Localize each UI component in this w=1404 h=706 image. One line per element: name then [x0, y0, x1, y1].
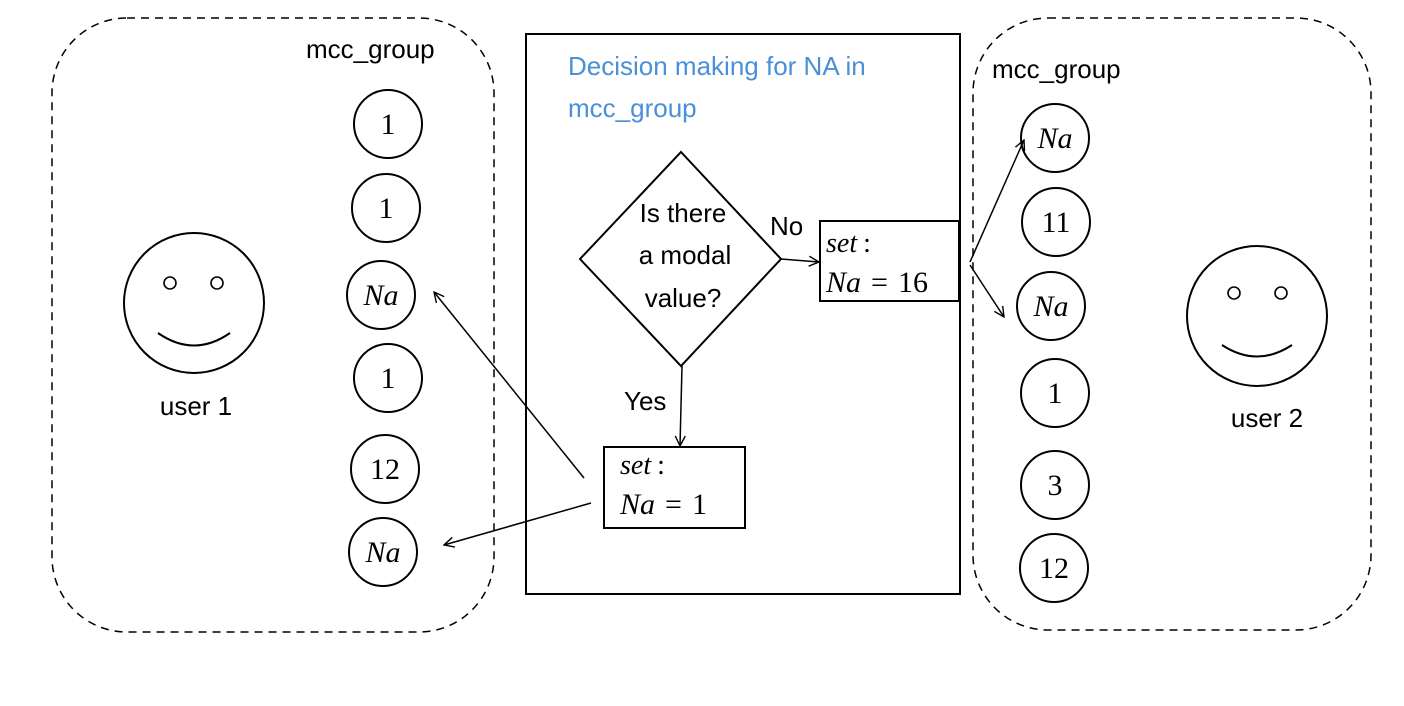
yes-to-left-na-2-arrow: [444, 502, 592, 545]
value-circle: 1: [353, 343, 423, 413]
value-circle-outline: [353, 89, 423, 159]
value-circle: Na: [1016, 271, 1086, 341]
right-group-border: [972, 17, 1372, 631]
yes-result-line-1: set:: [620, 450, 665, 481]
value-text: Na: [364, 536, 400, 569]
no-to-right-na-1-arrow: [969, 140, 1024, 263]
value-text: Na: [1032, 290, 1068, 323]
value-circle-outline: [1020, 103, 1090, 173]
value-text: 1: [379, 192, 394, 225]
modal-value-diamond: [578, 150, 783, 368]
value-circle: 11: [1021, 187, 1091, 257]
user-2-label: user 2: [1231, 403, 1303, 433]
value-circle: 3: [1020, 450, 1090, 520]
value-circle-outline: [1020, 358, 1090, 428]
value-circle-outline: [353, 343, 423, 413]
no-to-right-na-2-arrow: [969, 264, 1004, 317]
no-result-line-1: set:: [826, 228, 871, 259]
value-circle-outline: [1016, 271, 1086, 341]
user-1-smiley-icon: [123, 232, 265, 374]
value-circle: 1: [351, 173, 421, 243]
value-circle-outline: [348, 517, 418, 587]
value-text: 1: [381, 362, 396, 395]
no-result-box: [819, 220, 960, 302]
value-circle-outline: [1019, 533, 1089, 603]
value-circle-outline: [1020, 450, 1090, 520]
left-group-border: [51, 17, 495, 633]
value-text: 12: [370, 453, 400, 486]
decision-box: [525, 33, 961, 595]
value-circle: Na: [1020, 103, 1090, 173]
question-line-3: value?: [645, 283, 722, 313]
value-text: Na: [1036, 122, 1072, 155]
yes-result-box: [603, 446, 746, 529]
no-result-line-2: Na=16: [825, 266, 928, 299]
decision-title-line-2: mcc_group: [568, 93, 697, 123]
yes-label: Yes: [624, 386, 666, 416]
value-text: 3: [1048, 469, 1063, 502]
value-circle-outline: [350, 434, 420, 504]
value-text: 12: [1039, 552, 1069, 585]
question-line-1: Is there: [640, 198, 727, 228]
user-2-smiley-icon: [1186, 245, 1328, 387]
value-circle-outline: [346, 260, 416, 330]
value-text: 1: [1048, 377, 1063, 410]
yes-result-line-2: Na=1: [619, 488, 707, 521]
user-1-label: user 1: [160, 391, 232, 421]
no-label: No: [770, 211, 803, 241]
right-group-label: mcc_group: [992, 54, 1121, 84]
value-circle-outline: [351, 173, 421, 243]
value-text: 1: [381, 108, 396, 141]
value-circle: 12: [350, 434, 420, 504]
value-circle: Na: [346, 260, 416, 330]
question-line-2: a modal: [639, 240, 732, 270]
value-text: 11: [1042, 206, 1071, 239]
value-circle: Na: [348, 517, 418, 587]
value-circle-outline: [1021, 187, 1091, 257]
value-text: Na: [362, 279, 398, 312]
yes-to-left-na-1-arrow: [434, 292, 585, 479]
decision-title-line-1: Decision making for NA in: [568, 51, 866, 81]
value-circle: 12: [1019, 533, 1089, 603]
no-arrow: [780, 259, 819, 262]
value-circle: 1: [1020, 358, 1090, 428]
yes-arrow: [680, 365, 682, 446]
value-circle: 1: [353, 89, 423, 159]
left-group-label: mcc_group: [306, 34, 435, 64]
